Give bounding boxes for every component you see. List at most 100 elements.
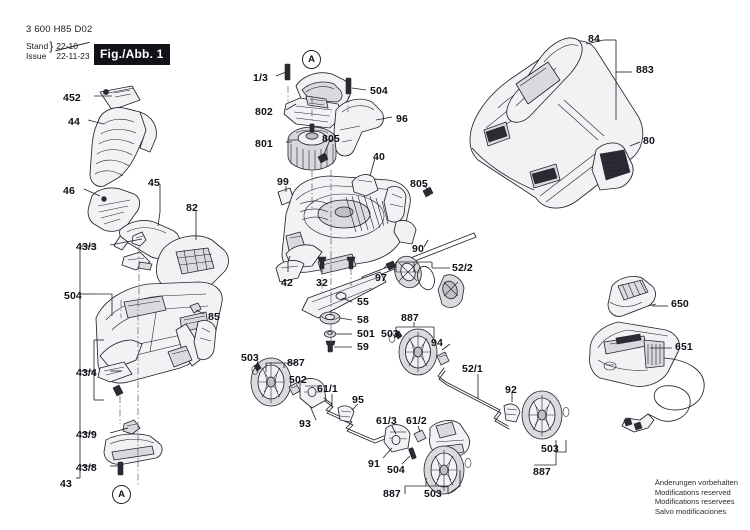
part-44-handle-upper [89,107,157,187]
part-43-8-bolt [117,461,124,476]
part-650-battery [607,276,656,317]
part-43-bracket [103,433,163,465]
part-1-3-screw [284,63,291,81]
callout-43-9: 43/9 [76,429,97,441]
part-45-carry-handle [113,220,185,263]
callout-40: 40 [373,151,385,163]
part-452-cap [99,85,141,111]
part-504-screw-top [345,77,352,95]
legal-footer: Änderungen vorbehalten Modifications res… [655,478,738,516]
part-92-clip [503,403,521,423]
figure-badge: Fig./Abb. 1 [94,44,170,65]
callout-503-d: 503 [541,443,559,455]
callout-504-bottom: 504 [387,464,405,476]
callout-52-1: 52/1 [462,363,483,375]
callout-1-3: 1/3 [253,72,268,84]
bracket-leaders [76,39,668,495]
title-block: 3 600 H85 D02 Stand Issue } 22-10 22-11-… [26,24,93,61]
part-805-screw-a [317,152,329,164]
callout-43-8: 43/8 [76,462,97,474]
callout-887-a: 887 [401,312,419,324]
callout-45: 45 [148,177,160,189]
callout-502: 502 [289,374,307,386]
callout-80: 80 [643,135,655,147]
callout-55: 55 [357,296,369,308]
part-501-washer [323,330,336,338]
leader-lines [83,39,672,467]
part-94-wheel-upper-right [394,328,450,376]
part-91-lever [383,424,411,453]
callout-504-left: 504 [64,290,82,302]
callout-85: 85 [208,311,220,323]
callout-883: 883 [636,64,654,76]
part-43-9-nut [122,419,141,435]
footer-line-de: Änderungen vorbehalten [654,478,738,488]
callout-501: 501 [357,328,375,340]
callout-95: 95 [352,394,364,406]
revision-label-stand: Stand [26,41,49,51]
section-marker-a-top: A [302,50,321,69]
part-40-deck [281,174,417,275]
footer-line-es: Salvo modificaciones [654,506,727,516]
part-504-bolt-bottom [408,447,417,460]
part-46-cover [87,187,141,232]
callout-99: 99 [277,176,289,188]
callout-452: 452 [63,92,81,104]
callout-93: 93 [299,418,311,430]
part-61-2-housing [429,420,470,457]
callout-92: 92 [505,384,517,396]
callout-503-c: 503 [424,488,442,500]
part-887-wheel-bottom-center [423,445,472,495]
callout-44: 44 [68,116,80,128]
callout-802: 802 [255,106,273,118]
callout-90: 90 [412,243,424,255]
callout-651: 651 [675,341,693,353]
part-61-3-clip [413,429,427,443]
callout-58: 58 [357,314,369,326]
part-32-screw [317,256,327,270]
revision-value-stand: 22-10 [56,41,89,52]
footer-line-fr: Modifications reservees [654,497,735,507]
callout-801: 801 [255,138,273,150]
callout-82: 82 [186,202,198,214]
callout-43-3: 43/3 [76,241,97,253]
part-802-motor-cover [283,72,351,129]
part-52-1-rod [437,367,510,430]
callout-503-b: 503 [241,352,259,364]
callout-97: 97 [375,272,387,284]
callout-503-a: 503 [381,328,399,340]
callout-805-a: 805 [322,133,340,145]
part-97-clip [385,260,397,271]
callout-887-d: 887 [533,466,551,478]
callout-32: 32 [316,277,328,289]
revision-label-issue: Issue [26,50,47,61]
part-99-block [277,187,295,206]
part-801-motor [287,123,337,171]
callout-650: 650 [671,298,689,310]
part-55-blade [301,271,387,319]
section-marker-a-bottom: A [112,485,131,504]
part-95-clip [337,405,355,423]
callout-887-c: 887 [383,488,401,500]
callout-84: 84 [588,33,600,45]
part-651-charger [589,321,705,433]
part-59-bolt [325,340,336,353]
callout-61-2: 61/2 [406,415,427,427]
part-58-washer [319,311,341,325]
revision-value-issue: 22-11-23 [56,50,90,61]
callout-42: 42 [281,277,293,289]
part-96-bracket [333,98,384,157]
revision-block: Stand Issue } 22-10 22-11-23 [26,40,93,61]
callout-46: 46 [63,185,75,197]
part-43-4-plate [97,361,133,397]
callout-43-4: 43/4 [76,367,97,379]
part-32-screw-b [346,256,356,270]
part-52-2-wheel-assembly [394,255,465,308]
callout-805-b: 805 [410,178,428,190]
footer-line-en: Modifications reserved [654,487,731,497]
callout-59: 59 [357,341,369,353]
part-503-washer-b [251,365,259,375]
part-82-lid [156,235,229,301]
